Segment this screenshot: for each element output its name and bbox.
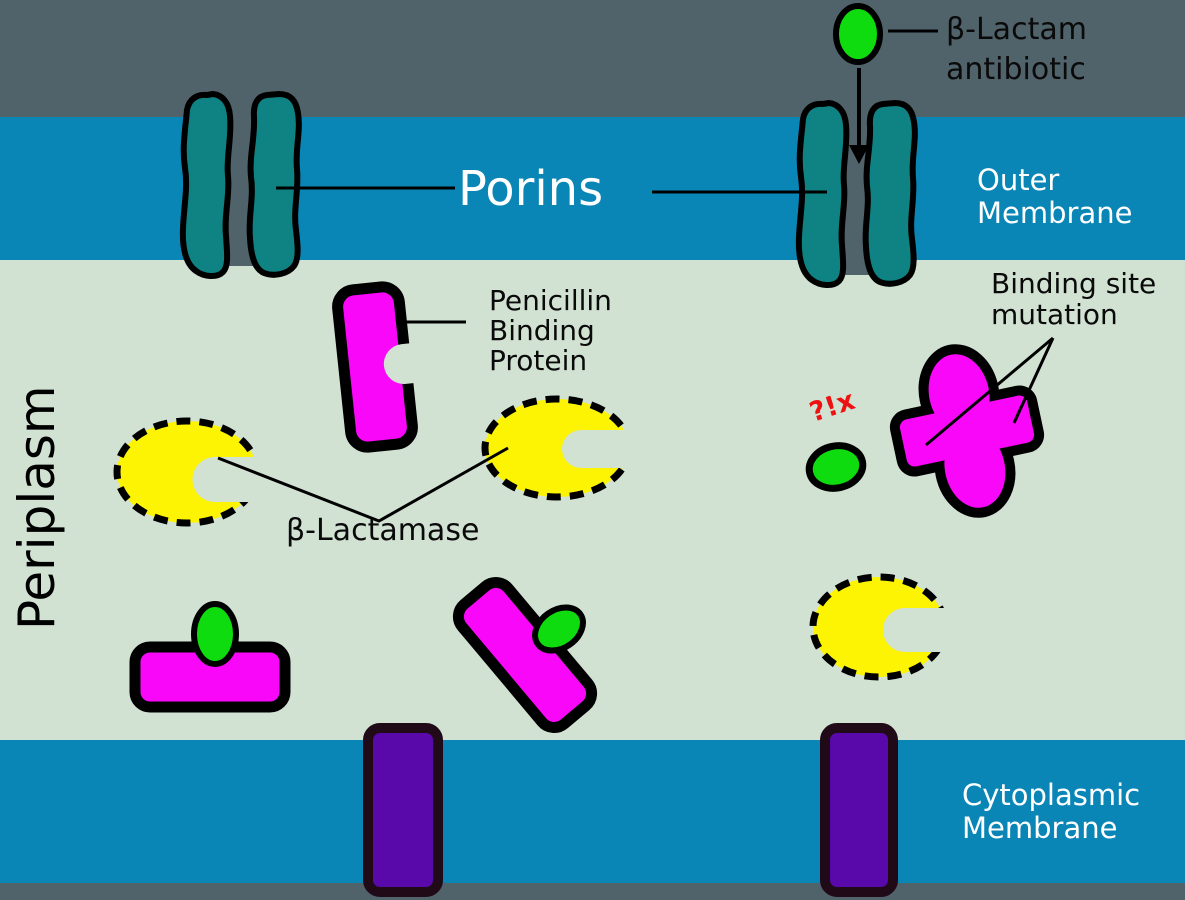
mutated-pbp	[889, 344, 1045, 518]
beta-lactamase-middle	[481, 395, 634, 501]
beta-lactam-antibiotic	[833, 3, 883, 65]
bound-antibiotic-middle	[532, 604, 586, 654]
beta-lactamase-right-notch	[883, 608, 949, 652]
porin-right	[795, 100, 918, 288]
bound-antibiotic-left	[191, 601, 239, 667]
cytoplasm-band	[0, 883, 1185, 900]
mutation-pointer-line-1	[925, 336, 1054, 447]
outer-membrane-band	[0, 117, 1185, 260]
cytoplasmic-membrane-band	[0, 740, 1185, 883]
beta-lactamase-middle-notch	[562, 430, 634, 468]
pbp-antibiotic-complex-left	[129, 601, 291, 713]
porin-left-half-b	[246, 91, 302, 278]
membrane-protein-right	[820, 723, 898, 897]
porin-left-half-a	[179, 91, 234, 279]
porin-left	[179, 91, 302, 279]
pbp-antibiotic-complex-middle	[452, 577, 598, 733]
penicillin-binding-protein	[332, 281, 424, 453]
entry-arrow-head	[849, 145, 869, 164]
pbp-active-site-notch	[383, 342, 424, 384]
entry-arrow	[849, 68, 869, 164]
mutated-pbp-fill	[899, 354, 1035, 508]
extracellular-band	[0, 0, 1185, 117]
beta-lactamase-right	[809, 573, 949, 681]
membrane-protein-left	[363, 723, 443, 897]
beta-lactamase-pointer-lines	[217, 446, 509, 523]
porin-right-half-a	[795, 100, 850, 288]
mutation-pointer-line-2	[1012, 337, 1055, 424]
rejected-antibiotic	[805, 442, 867, 492]
porin-right-half-b	[862, 100, 918, 287]
beta-lactamase-left-notch	[192, 457, 262, 502]
